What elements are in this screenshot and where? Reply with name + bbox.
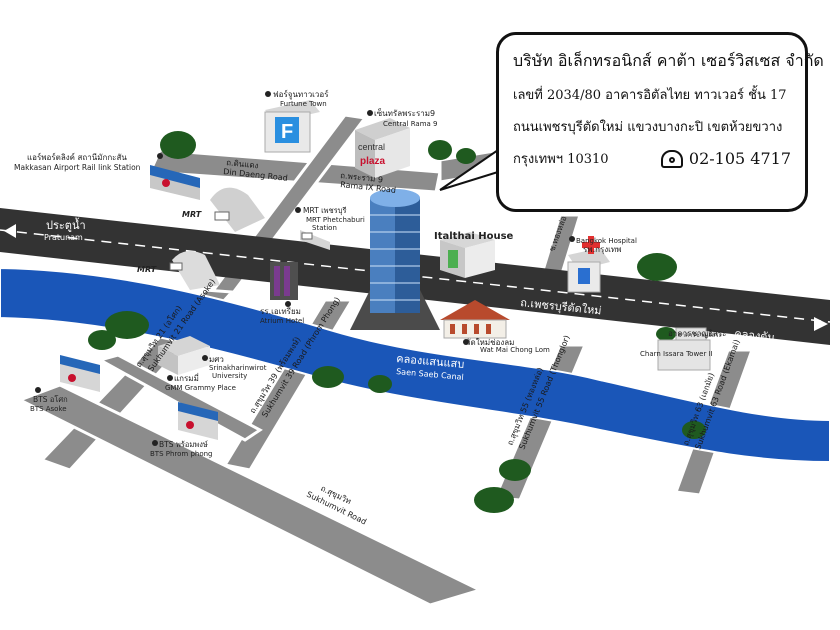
location-pin-icon: [367, 110, 373, 116]
tree-icon: [499, 459, 531, 481]
tree-icon: [656, 327, 676, 341]
road-din-daeng: [147, 148, 442, 194]
phone-text: 02-105 4717: [688, 149, 791, 168]
swu-label-th: มศว: [209, 355, 224, 364]
tree-icon: [368, 375, 392, 393]
bts-asoke-station: [60, 355, 100, 392]
address-line-2: ถนนเพชรบุรีตัดใหม่ แขวงบางกะปิ เขตห้วยขว…: [513, 120, 783, 135]
phone-number[interactable]: 02-105 4717: [660, 149, 791, 168]
charn-issara-tower: อาคารชาญอิสระ: [657, 327, 722, 371]
tree-icon: [88, 330, 116, 350]
wat-mai-chong-lom: [440, 300, 510, 339]
tree-icon: [456, 148, 476, 164]
location-pin-icon: [285, 301, 291, 307]
location-pin-icon: [35, 387, 41, 393]
arrow-left-icon: [4, 224, 16, 238]
klongton-label-en: Klongton: [734, 341, 770, 354]
mrt-platform: [169, 251, 220, 290]
location-pin-icon: [295, 207, 301, 213]
road-sukhumvit: [16, 383, 485, 607]
company-address-callout: บริษัท อิเล็กทรอนิกส์ คาต้า เซอร์วิสเซส …: [496, 32, 824, 212]
central-plaza-building: central plaza: [355, 118, 410, 178]
pratunam-label-th: ประตูน้ำ: [46, 217, 86, 232]
svg-text:F: F: [281, 121, 293, 143]
location-pin-icon: [152, 440, 158, 446]
bts-phrom-label-en: BTS Phrom phong: [150, 450, 213, 458]
bts-phrom-label-th: BTS พร้อมพงษ์: [159, 440, 208, 449]
bangkok-hospital-building: [567, 236, 610, 293]
tree-icon: [312, 366, 344, 388]
italthai-tower: [350, 189, 440, 330]
tree-icon: [474, 487, 514, 513]
fortune-label-th: ฟอร์จูนทาวเวอร์: [273, 89, 329, 100]
telephone-icon: [660, 149, 683, 168]
swu-label-en2: University: [212, 372, 247, 380]
location-pins: [35, 91, 575, 446]
mrt-station-label-en1: MRT Phetchaburi: [306, 216, 365, 224]
atrium-label-th: รร.เอเทรียม: [260, 307, 301, 316]
din-daeng-label-th: ถ.ดินแดง: [226, 158, 259, 170]
mrt-label-1: MRT: [182, 210, 202, 219]
location-pin-icon: [202, 355, 208, 361]
watmai-label-en: Wat Mai Chong Lom: [480, 346, 550, 354]
rama9-label-th: ถ.พระราม 9: [340, 171, 384, 184]
location-pin-icon: [463, 339, 469, 345]
airport-label-th: แอร์พอร์ตลิงค์ สถานีมักกะสัน: [27, 152, 127, 162]
tree-icon: [682, 421, 706, 439]
canal-label-th: คลองแสนแสบ: [396, 352, 465, 371]
charn-sign-text: อาคารชาญอิสระ: [678, 332, 722, 339]
tree-icon: [105, 311, 149, 339]
mrt-phetchaburi-station: [210, 187, 330, 250]
tree-icon: [160, 131, 196, 159]
charn-label-en: Charn Issara Tower II: [640, 350, 713, 358]
mrt-station-label-th: MRT เพชรบุรี: [303, 206, 347, 215]
klongton-label-th: คลองตัน: [734, 327, 776, 344]
address-line-3: กรุงเทพฯ 10310: [513, 152, 609, 167]
italthai-house-label: Italthai House: [434, 231, 514, 242]
company-name: บริษัท อิเล็กทรอนิกส์ คาต้า เซอร์วิสเซส …: [513, 51, 824, 70]
tree-icon: [428, 140, 452, 160]
atrium-hotel-building: [270, 262, 298, 300]
bts-phrom-phong-station: [178, 402, 218, 440]
location-pin-icon: [167, 375, 173, 381]
pratunam-label-en: Pratunam: [44, 233, 83, 242]
atrium-label-en: Atrium Hotel: [260, 317, 304, 325]
swu-label-en1: Srinakharinwirot: [209, 364, 267, 372]
central-label-th: เซ็นทรัลพระราม9: [374, 108, 435, 118]
arrow-right-icon: [814, 317, 828, 331]
location-pin-icon: [265, 91, 271, 97]
central-label-en: Central Rama 9: [383, 120, 438, 128]
mrt-label-2: MRT: [137, 265, 157, 274]
plaza-logo-text: plaza: [360, 156, 385, 167]
airport-link-station: [150, 165, 200, 200]
gmm-label-en: GMM Grammy Place: [165, 384, 236, 392]
tree-icon: [637, 253, 677, 281]
airport-label-en: Makkasan Airport Rail link Station: [14, 163, 141, 172]
location-pin-icon: [157, 153, 163, 159]
bts-asoke-label-th: BTS อโศก: [33, 395, 68, 404]
address-line-1: เลขที่ 2034/80 อาคารอิตัลไทย ทาวเวอร์ ชั…: [513, 88, 787, 103]
italthai-house-building: [440, 232, 495, 278]
charn-label-th: อาคารชาญอิสระ: [668, 329, 726, 338]
central-logo-text: central: [358, 142, 385, 152]
location-pin-icon: [569, 236, 575, 242]
watmai-label-th: วัดใหม่ช่องลม: [466, 338, 514, 347]
canal-saen-saeb: [0, 266, 831, 464]
bangkok-hospital-label-th: รพ.กรุงเทพ: [583, 245, 621, 254]
gmm-grammy-building: [158, 336, 210, 375]
bangkok-hospital-label-en: Bangkok Hospital: [576, 237, 637, 245]
gmm-label-th: แกรมมี่: [174, 372, 199, 383]
fortune-town-building: F: [264, 100, 320, 153]
fortune-label-en: Furtune Town: [280, 100, 327, 108]
bts-asoke-label-en: BTS Asoke: [30, 405, 67, 413]
mrt-station-label-en2: Station: [312, 224, 337, 232]
tree-icons: [88, 131, 706, 513]
